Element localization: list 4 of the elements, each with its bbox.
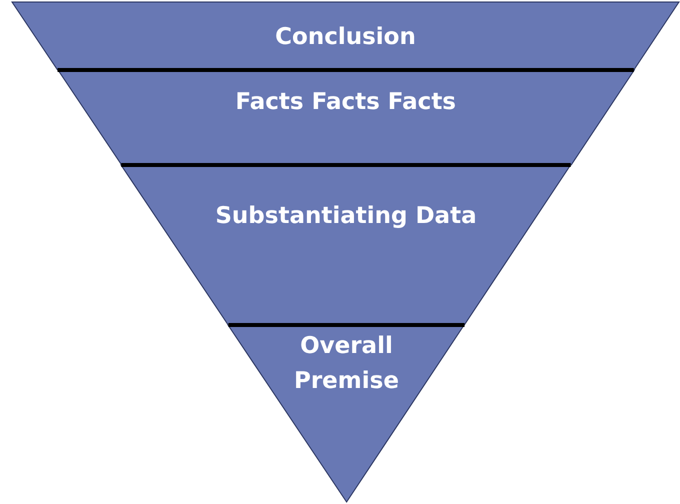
- band-label: Facts Facts Facts: [235, 88, 456, 117]
- band-label: Overall Premise: [292, 332, 400, 396]
- band-label: Substantiating Data: [215, 202, 477, 231]
- band-label: Conclusion: [275, 23, 416, 52]
